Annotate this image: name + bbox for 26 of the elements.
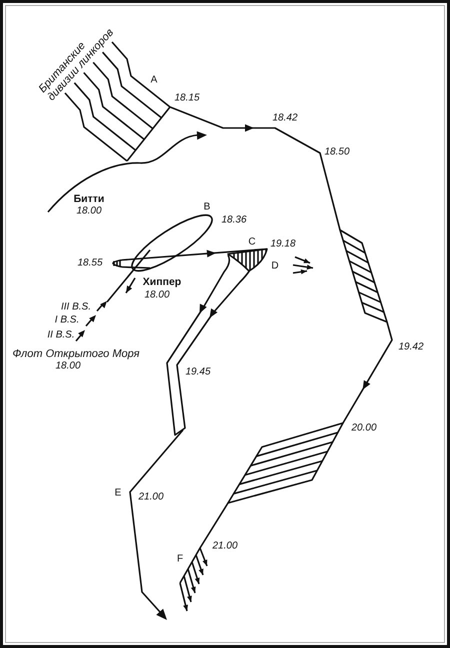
time-label: 18.42: [272, 112, 298, 124]
position-letter: D: [271, 260, 279, 272]
time-label: 18.00: [76, 206, 102, 216]
position-letter: C: [248, 236, 256, 248]
time-label: 20.00: [351, 422, 377, 434]
time-label: 18.00: [144, 290, 170, 300]
position-letter: F: [176, 554, 184, 564]
time-label: 21.00: [212, 540, 238, 552]
position-letter: A: [150, 74, 158, 86]
squadron-label: I B.S.: [54, 314, 80, 326]
time-label: 19.42: [398, 342, 424, 352]
time-label: 18.00: [55, 360, 81, 372]
fleet-label: Флот Открытого Моря: [12, 348, 140, 360]
time-label: 18.36: [221, 214, 247, 226]
position-letter: E: [114, 488, 122, 498]
time-label: 18.50: [324, 146, 350, 158]
time-label: 18.15: [174, 92, 200, 104]
squadron-label: II B.S.: [47, 330, 75, 340]
time-label: 21.00: [138, 492, 164, 502]
squadron-label: III B.S.: [61, 302, 91, 312]
commander-label: Хиппер: [142, 277, 182, 289]
time-label: 19.18: [270, 238, 296, 250]
position-letter: B: [204, 202, 210, 212]
time-label: 18.55: [77, 258, 103, 268]
commander-label: Битти: [74, 194, 104, 206]
time-label: 19.45: [185, 366, 211, 378]
